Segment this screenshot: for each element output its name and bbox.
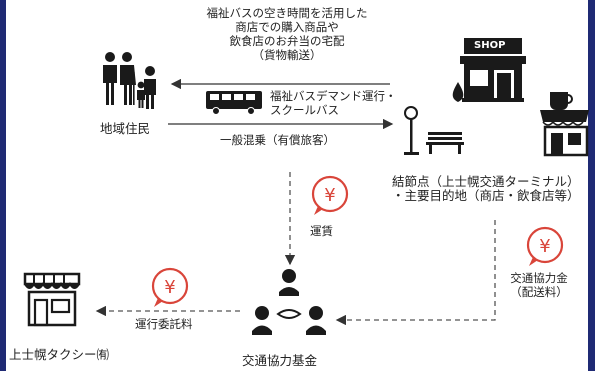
yen-bubble-icon: ¥: [151, 267, 189, 307]
family-icon: [103, 52, 156, 109]
yen-bubble-icon: ¥: [311, 175, 349, 215]
drop-icon: [452, 82, 464, 102]
commission-label: 運行委託料: [135, 317, 193, 331]
left-frame-border: [0, 0, 6, 371]
bus-stop-icon: [404, 106, 419, 155]
svg-text:¥: ¥: [324, 185, 335, 206]
svg-text:¥: ¥: [164, 277, 175, 298]
shop-icon: [460, 38, 526, 102]
node-label: 結節点（上士幌交通ターミナル） ・主要目的地（商店・飲食店等）: [392, 175, 580, 203]
delivery-line3: 飲食店のお弁当の宅配: [229, 34, 345, 48]
yen-bubble-icon: ¥: [526, 226, 564, 266]
cafe-icon: [540, 92, 589, 157]
taxi-label: 上士幌タクシー㈲: [9, 347, 110, 362]
demand-bus-text: 福祉バスデマンド運行・ スクールバス: [270, 89, 397, 117]
shop-sign: SHOP: [474, 40, 506, 51]
delivery-flow-text: 福祉バスの空き時間を活用した 商店での購入商品や 飲食店のお弁当の宅配 （貨物輸…: [182, 6, 392, 62]
right-frame-border: [588, 0, 595, 371]
cooperation-fee-line2: （配送料）: [510, 285, 568, 299]
fund-label: 交通協力基金: [242, 353, 318, 368]
demand-bus-line1: 福祉バスデマンド運行・: [270, 89, 397, 103]
delivery-line1: 福祉バスの空き時間を活用した: [206, 6, 368, 20]
handshake-group-icon: [252, 269, 326, 335]
svg-text:¥: ¥: [539, 236, 550, 257]
residents-label: 地域住民: [100, 121, 151, 136]
node-line1: 結節点（上士幌交通ターミナル）: [392, 174, 580, 189]
delivery-line2: 商店での購入商品や: [235, 20, 339, 34]
delivery-line4: （貨物輸送）: [252, 48, 322, 62]
bus-icon: [206, 91, 262, 115]
general-ride-text: 一般混乗（有償旅客）: [220, 133, 335, 147]
demand-bus-line2: スクールバス: [270, 103, 339, 117]
fare-label: 運賃: [310, 224, 333, 238]
bench-icon: [426, 132, 464, 154]
arrow-cooperation-fee: [335, 220, 496, 326]
cooperation-fee-label: 交通協力金 （配送料）: [500, 271, 578, 299]
cooperation-fee-line1: 交通協力金: [510, 271, 568, 285]
taxi-shop-icon: [23, 272, 81, 327]
node-line2: ・主要目的地（商店・飲食店等）: [392, 188, 580, 203]
